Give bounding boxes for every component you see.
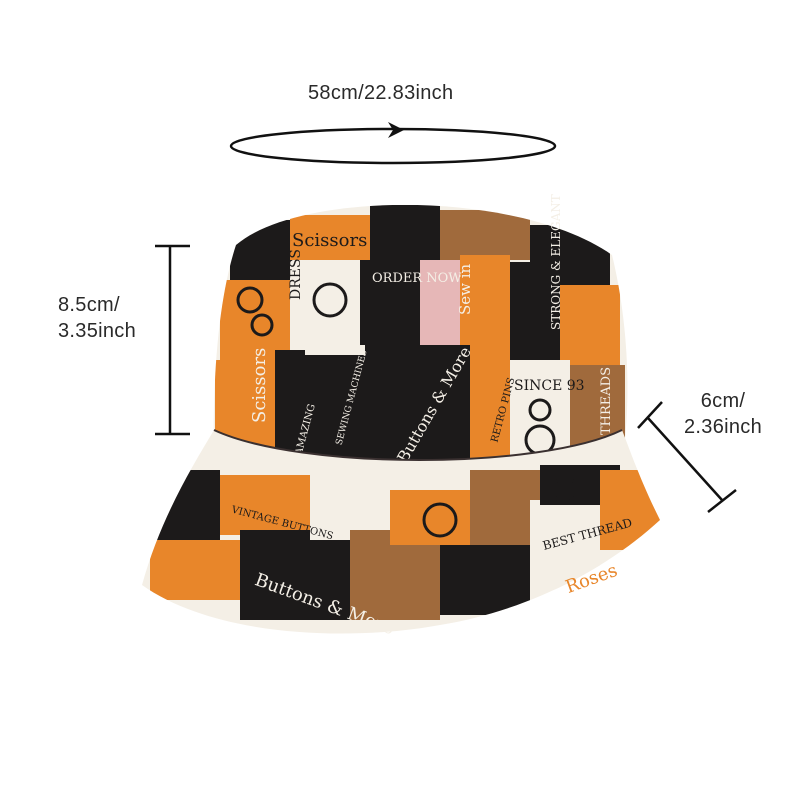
brim-inch: 2.36inch [684,416,763,438]
brim-label: 6cm/ 2.36inch [684,388,762,440]
height-label: 8.5cm/ 3.35inch [58,292,136,344]
arrow-right-icon [388,122,404,138]
print-strong-elegant: STRONG & ELEGANT [549,194,563,330]
circumference-text: 58cm/22.83inch [308,82,454,104]
height-measure-line [155,244,190,436]
brim-cm: 6cm/ [700,390,746,412]
height-inch: 3.35inch [58,320,137,342]
brim-measure-line [637,401,737,513]
circumference-label: 58cm/22.83inch [308,80,453,106]
print-dress: DRESS [288,249,304,300]
height-cm: 8.5cm/ [58,294,120,316]
hat-crown [213,204,628,468]
print-threads: THREADS [599,367,614,435]
print-scissors-2: Scissors [249,348,270,423]
print-order-now: ORDER NOW [372,271,462,286]
hat-seam [213,429,623,461]
print-sew-in: Sew in [456,263,474,315]
print-since: SINCE 93 [514,378,585,394]
print-scissors: Scissors [292,230,367,251]
